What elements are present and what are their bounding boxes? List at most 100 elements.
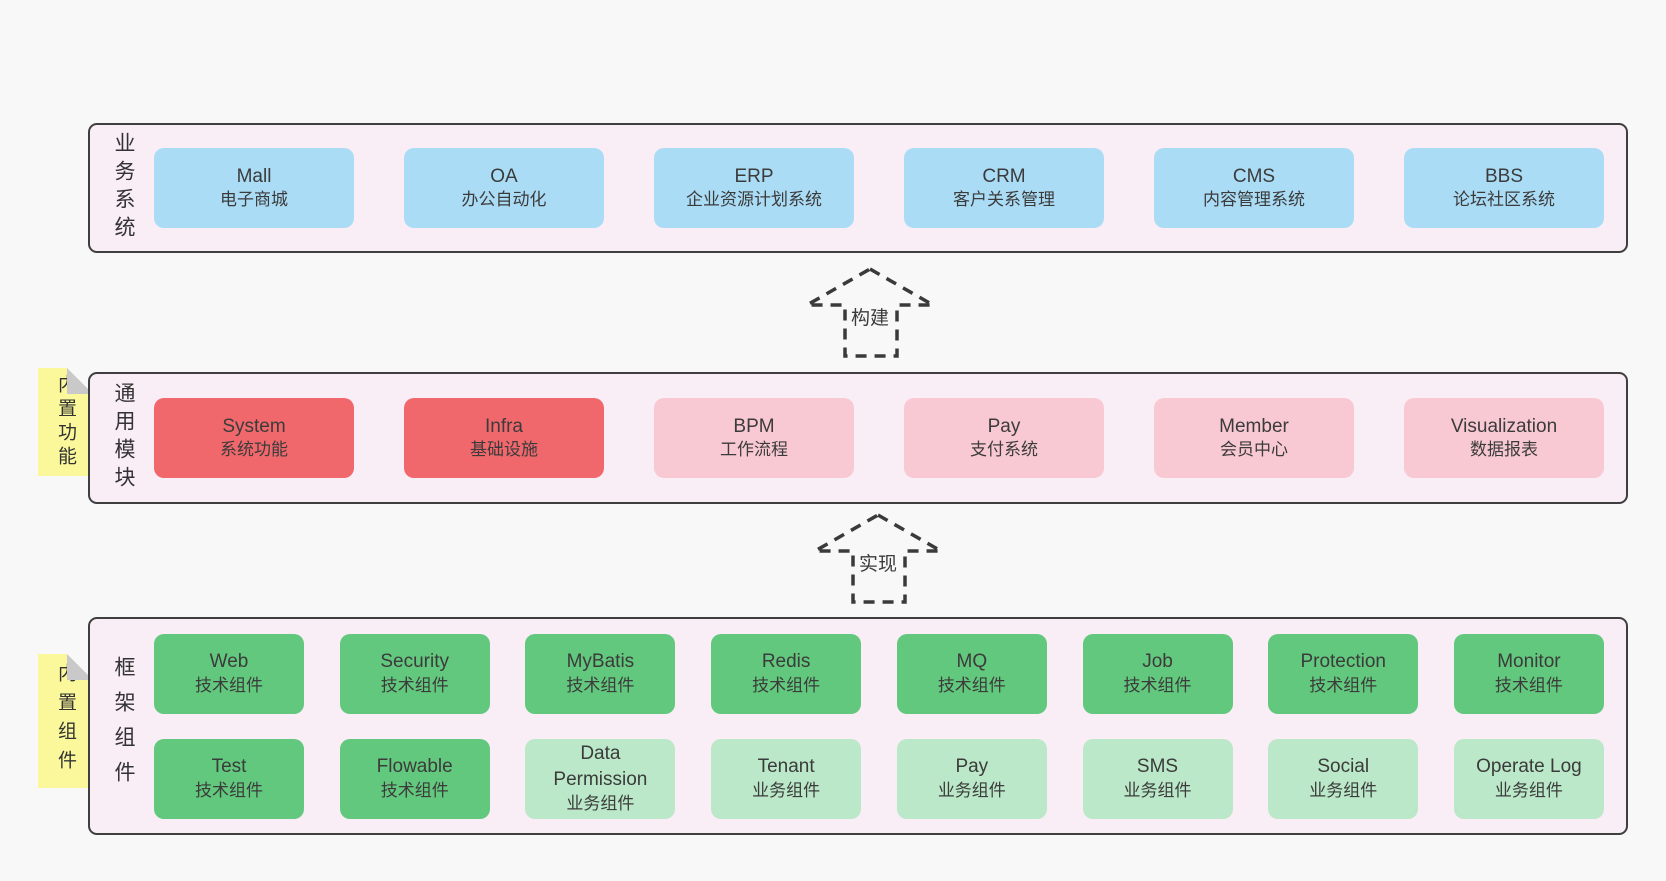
- arrow-label-backdrop: [855, 549, 901, 576]
- module-subtitle: 技术组件: [937, 675, 1006, 695]
- module-subtitle: 技术组件: [380, 780, 449, 800]
- arrow-outline: [808, 512, 948, 604]
- module-subtitle: 论坛社区系统: [1453, 190, 1555, 210]
- module-box-cms: CMS 内容管理系统: [1154, 148, 1354, 228]
- band-side-label: 框架组件: [112, 656, 135, 796]
- module-title: Security: [380, 651, 450, 673]
- module-subtitle: 内容管理系统: [1203, 190, 1305, 210]
- module-title: Web: [209, 651, 249, 673]
- module-subtitle: 业务组件: [752, 780, 821, 800]
- module-title: Visualization: [1450, 415, 1558, 437]
- module-subtitle: 技术组件: [566, 675, 635, 695]
- module-title: Monitor: [1497, 651, 1561, 673]
- module-box-bpm: BPM 工作流程: [654, 398, 854, 478]
- module-subtitle: 技术组件: [195, 675, 263, 695]
- module-box-erp: ERP 企业资源计划系统: [654, 148, 854, 228]
- module-title: Tenant: [757, 756, 815, 778]
- module-title: Mall: [236, 165, 272, 187]
- module-box-mall: Mall 电子商城: [154, 148, 354, 228]
- band-boxes: Mall 电子商城 OA 办公自动化 ERP 企业资源计划系统 CRM 客户关系管理 CMS 内容…: [154, 148, 1604, 228]
- module-title: Data Permission: [553, 743, 648, 791]
- module-title: Pay: [955, 756, 989, 778]
- module-subtitle: 工作流程: [720, 440, 788, 460]
- band-business-systems: 业务系统 Mall 电子商城 OA 办公自动化 ERP 企业资源计划系统 CRM 客户关系管理…: [88, 123, 1628, 253]
- module-subtitle: 业务组件: [566, 793, 635, 813]
- arrow-label: 构建: [851, 307, 889, 329]
- module-subtitle: 技术组件: [1494, 675, 1563, 695]
- module-subtitle: 电子商城: [220, 190, 288, 210]
- implement-arrow-icon: 实现: [808, 512, 948, 604]
- module-title: Job: [1142, 651, 1173, 673]
- module-subtitle: 业务组件: [1309, 780, 1378, 800]
- module-subtitle: 客户关系管理: [953, 190, 1055, 210]
- sticky-tab-label: 内置组件: [55, 663, 76, 779]
- module-title: Flowable: [376, 756, 453, 778]
- module-title: SMS: [1136, 756, 1179, 778]
- module-title: BPM: [733, 415, 775, 437]
- band-side-label: 业务系统: [112, 132, 135, 244]
- module-title: MQ: [956, 651, 988, 673]
- arrow-label-backdrop: [847, 303, 893, 330]
- module-subtitle: 数据报表: [1470, 440, 1538, 460]
- module-title: Protection: [1300, 651, 1386, 673]
- module-subtitle: 业务组件: [937, 780, 1006, 800]
- module-box-bbs: BBS 论坛社区系统: [1404, 148, 1604, 228]
- sticky-tab-label: 内置功能: [55, 374, 76, 470]
- module-box-system: System 系统功能: [154, 398, 354, 478]
- module-title: Operate Log: [1476, 756, 1582, 778]
- module-title: Pay: [987, 415, 1021, 437]
- module-title: MyBatis: [566, 651, 635, 673]
- module-title: Test: [211, 756, 247, 778]
- module-title: ERP: [734, 165, 774, 187]
- module-title: CMS: [1232, 165, 1276, 187]
- module-subtitle: 办公自动化: [461, 190, 547, 210]
- module-box-oa: OA 办公自动化: [404, 148, 604, 228]
- module-subtitle: 企业资源计划系统: [686, 190, 822, 210]
- module-subtitle: 技术组件: [1309, 675, 1378, 695]
- module-title: OA: [490, 165, 518, 187]
- module-box-crm: CRM 客户关系管理: [904, 148, 1104, 228]
- sticky-tab-builtin-components: 内置组件: [38, 654, 93, 788]
- module-subtitle: 业务组件: [1494, 780, 1563, 800]
- module-title: Infra: [484, 415, 524, 437]
- module-subtitle: 技术组件: [1123, 675, 1192, 695]
- module-title: Social: [1317, 756, 1370, 778]
- module-title: BBS: [1484, 165, 1524, 187]
- build-arrow-icon: 构建: [800, 266, 940, 358]
- module-subtitle: 业务组件: [1123, 780, 1192, 800]
- module-box-infra: Infra 基础设施: [404, 398, 604, 478]
- arrow-outline: [800, 266, 940, 358]
- module-subtitle: 会员中心: [1220, 440, 1288, 460]
- module-box-visualization: Visualization 数据报表: [1404, 398, 1604, 478]
- module-title: Redis: [761, 651, 811, 673]
- module-title: System: [222, 415, 286, 437]
- module-subtitle: 基础设施: [470, 440, 538, 460]
- module-subtitle: 系统功能: [220, 440, 288, 460]
- module-subtitle: 技术组件: [380, 675, 449, 695]
- module-title: CRM: [982, 165, 1026, 187]
- arrow-label: 实现: [859, 553, 897, 575]
